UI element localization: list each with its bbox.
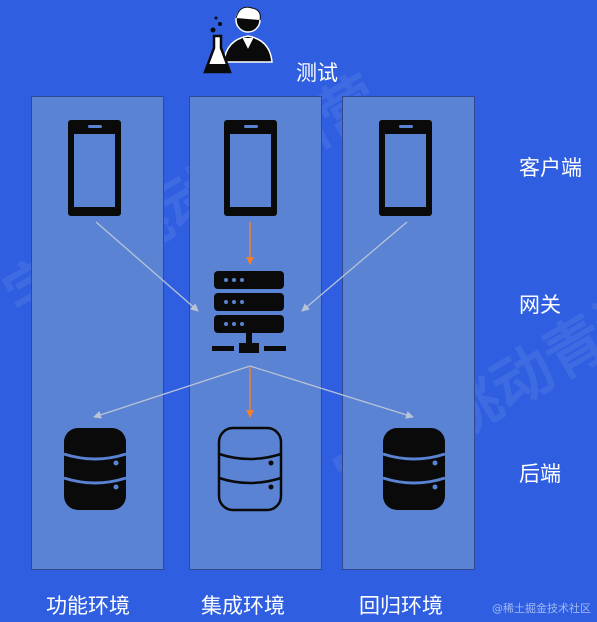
row-label-backend: 后端	[519, 462, 561, 486]
database-icon	[217, 426, 283, 512]
arrow-client-to-gateway	[95, 221, 199, 312]
gateway-server-icon	[212, 271, 286, 353]
tester-icon	[203, 6, 273, 74]
tester-label: 测试	[296, 61, 338, 85]
phone-icon	[68, 120, 121, 216]
env-label-regression: 回归环境	[359, 594, 443, 618]
arrow-client-to-gateway	[301, 221, 408, 312]
phone-icon	[379, 120, 432, 216]
row-label-client: 客户端	[519, 156, 582, 180]
arrow-gateway-to-backend	[93, 365, 251, 419]
database-icon	[63, 428, 127, 510]
arrow-gateway-to-backend	[249, 365, 414, 419]
database-icon	[382, 428, 446, 510]
source-credit: @稀土掘金技术社区	[492, 602, 591, 615]
row-label-gateway: 网关	[519, 293, 561, 317]
phone-icon	[224, 120, 277, 216]
env-label-integration: 集成环境	[201, 594, 285, 618]
env-label-functional: 功能环境	[46, 594, 130, 618]
